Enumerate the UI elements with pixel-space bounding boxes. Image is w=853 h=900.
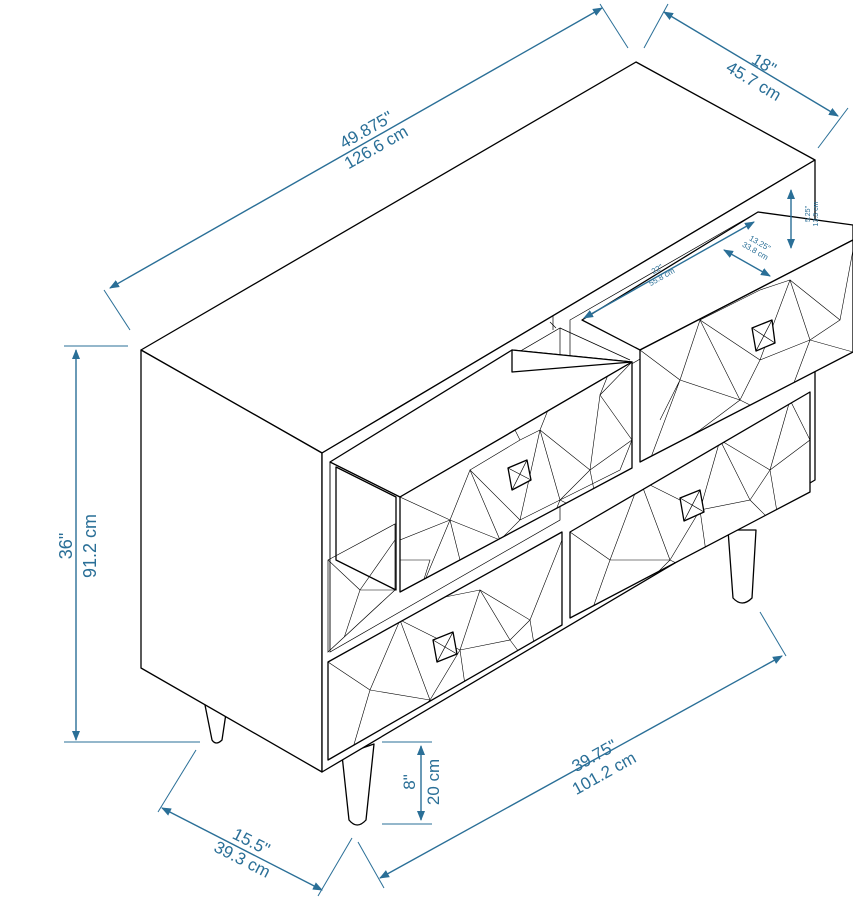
leg-height-label-imperial: 8" bbox=[400, 774, 419, 790]
leg-height-label-metric: 20 cm bbox=[424, 759, 443, 805]
drawer-height-label-imperial: 5.25" bbox=[805, 205, 812, 222]
drawer-handle[interactable] bbox=[679, 489, 705, 522]
dresser bbox=[140, 61, 853, 826]
leg-front-left bbox=[341, 743, 375, 826]
leg-span-depth-dimension-line bbox=[161, 807, 323, 891]
width-dimension-line bbox=[109, 7, 603, 289]
drawer-handle[interactable] bbox=[507, 459, 532, 491]
leg-back-right bbox=[727, 529, 757, 604]
drawer-handle[interactable] bbox=[751, 319, 776, 352]
leg-span-width-dimension-line bbox=[379, 655, 783, 879]
depth-dimension-line bbox=[663, 11, 839, 117]
height-label-metric: 91.2 cm bbox=[80, 514, 100, 578]
drawer-top-left-open[interactable] bbox=[329, 349, 633, 593]
drawer-front-partial bbox=[327, 523, 396, 653]
drawer-width-dimension-line bbox=[583, 221, 755, 319]
drawer-height-label-metric: 13.3 cm bbox=[813, 201, 820, 226]
dimension-lines bbox=[64, 3, 849, 897]
height-label-imperial: 36" bbox=[56, 533, 76, 559]
